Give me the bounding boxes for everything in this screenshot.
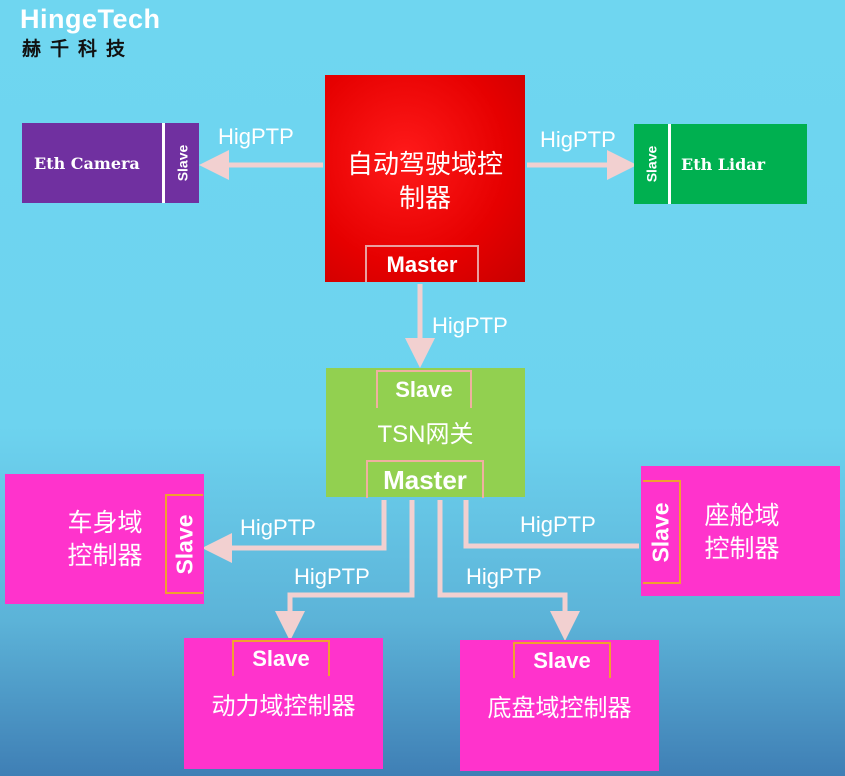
- eth-camera-divider: [162, 123, 165, 203]
- arrow-to-power: [275, 500, 415, 641]
- logo-text-cn: 赫千科技: [22, 39, 135, 60]
- eth-lidar-divider: [668, 124, 671, 204]
- eth-lidar-node: Slave Eth Lidar: [634, 124, 807, 204]
- line-to-cockpit: [463, 500, 639, 549]
- body-controller-title-line1: 车身域: [67, 509, 143, 537]
- adas-master-tag: Master: [365, 245, 479, 282]
- chassis-slave-tag: Slave: [513, 642, 611, 678]
- power-controller-title: 动力域控制器: [211, 693, 356, 720]
- cockpit-controller-title-line2: 控制器: [704, 535, 780, 563]
- chassis-controller-node: Slave 底盘域控制器: [460, 640, 659, 771]
- arrow-to-body: [202, 500, 387, 563]
- eth-camera-slave-tag: Slave: [174, 144, 190, 182]
- cockpit-controller-node: Slave 座舱域 控制器: [641, 466, 840, 596]
- link-label-chassis: HigPTP: [466, 564, 542, 589]
- tsn-gateway-title: TSN网关: [377, 421, 474, 448]
- adas-controller-node: 自动驾驶域控制器 Master: [325, 75, 525, 282]
- logo-text-en: HingeTech: [20, 4, 161, 34]
- arrow-to-chassis: [437, 500, 580, 641]
- adas-controller-title: 自动驾驶域控制器: [346, 149, 503, 213]
- link-label-tsn: HigPTP: [432, 313, 508, 338]
- cockpit-slave-tag: Slave: [643, 480, 681, 584]
- link-label-camera: HigPTP: [218, 124, 294, 149]
- link-label-cockpit: HigPTP: [520, 512, 596, 537]
- body-controller-node: 车身域 控制器 Slave: [5, 474, 204, 604]
- tsn-master-tag: Master: [366, 460, 484, 498]
- chassis-controller-title: 底盘域控制器: [487, 695, 632, 722]
- eth-lidar-title: Eth Lidar: [681, 155, 766, 174]
- power-slave-tag: Slave: [232, 640, 330, 676]
- eth-lidar-slave-tag: Slave: [643, 145, 659, 183]
- link-label-body: HigPTP: [240, 515, 316, 540]
- tsn-slave-tag: Slave: [376, 370, 472, 408]
- power-controller-node: Slave 动力域控制器: [184, 638, 383, 769]
- cockpit-controller-title-line1: 座舱域: [704, 502, 780, 530]
- link-label-lidar: HigPTP: [540, 127, 616, 152]
- body-slave-tag: Slave: [165, 494, 203, 594]
- body-controller-title-line2: 控制器: [67, 542, 143, 570]
- link-label-power: HigPTP: [294, 564, 370, 589]
- tsn-gateway-node: Slave TSN网关 Master: [326, 368, 525, 498]
- eth-camera-node: Eth Camera Slave: [22, 123, 199, 203]
- eth-camera-title: Eth Camera: [34, 154, 140, 173]
